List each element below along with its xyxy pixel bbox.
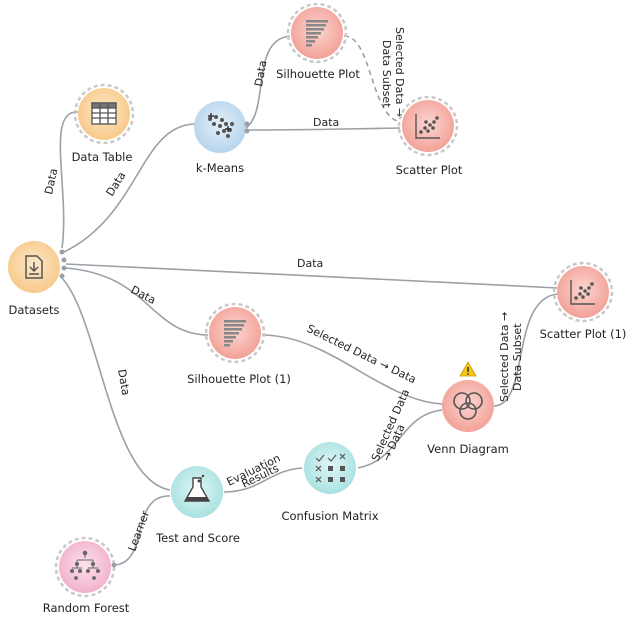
node-random-forest[interactable]: Random Forest xyxy=(43,536,130,615)
link-label-kmeans-silhouette: Data xyxy=(252,59,269,87)
output-anchor[interactable] xyxy=(59,273,65,279)
output-anchor[interactable] xyxy=(244,128,250,134)
silhouette-bars-icon xyxy=(224,320,246,347)
node-ring xyxy=(552,261,614,323)
node-label: Test and Score xyxy=(155,531,240,545)
node-scatter-plot[interactable]: Scatter Plot xyxy=(396,95,463,177)
node-label: Confusion Matrix xyxy=(281,509,378,523)
flask-icon xyxy=(183,474,211,502)
node-silhouette-plot[interactable]: Silhouette Plot xyxy=(276,2,360,81)
link-label-venn-scatter1-2: Data Subset xyxy=(511,323,524,391)
node-scatter-circle[interactable] xyxy=(402,100,454,152)
output-anchor[interactable] xyxy=(61,265,67,271)
node-ring xyxy=(397,95,459,157)
node-random-forest-circle[interactable] xyxy=(59,541,111,593)
link-label-silhouette1-venn: Selected Data → Data xyxy=(305,322,418,386)
cluster-dots-icon xyxy=(208,113,234,138)
output-anchor[interactable] xyxy=(61,257,67,263)
node-datasets[interactable]: Datasets xyxy=(8,241,67,317)
node-scatter-plot-1[interactable]: Scatter Plot (1) xyxy=(540,261,627,341)
node-label: Datasets xyxy=(8,303,59,317)
link-datasets-kmeans[interactable] xyxy=(63,123,196,253)
node-scatter1-circle[interactable] xyxy=(557,266,609,318)
node-kmeans[interactable]: k-Means xyxy=(194,101,250,175)
link-label-datasets-scatter1: Data xyxy=(297,257,323,270)
link-datasets-scatter1[interactable] xyxy=(65,263,558,289)
confusion-grid-icon xyxy=(315,453,346,483)
venn-circles-icon xyxy=(453,392,483,420)
tree-icon xyxy=(70,550,100,580)
link-datasets-silhouette1[interactable] xyxy=(65,267,209,336)
output-anchor[interactable] xyxy=(111,562,117,568)
link-label-randomforest-testscore: Learner xyxy=(126,509,153,553)
link-label-datasets-testscore: Data xyxy=(115,368,132,396)
links xyxy=(59,35,558,566)
node-data-table[interactable]: Data Table xyxy=(72,83,135,164)
link-confusion-venn[interactable] xyxy=(357,409,443,469)
output-anchor[interactable] xyxy=(244,121,250,127)
node-confusion-matrix[interactable]: Confusion Matrix xyxy=(281,442,379,523)
scatter-dots-icon xyxy=(570,280,595,305)
node-label: Random Forest xyxy=(43,601,130,615)
node-ring xyxy=(286,2,348,64)
node-label: Data Table xyxy=(72,150,133,164)
scatter-dots-icon xyxy=(415,114,440,139)
link-randomforest-testscore[interactable] xyxy=(115,495,171,566)
table-icon xyxy=(91,102,117,125)
link-label-kmeans-scatter: Data xyxy=(313,116,339,129)
link-kmeans-scatter[interactable] xyxy=(245,127,401,131)
warning-icon xyxy=(459,361,477,377)
node-label: Silhouette Plot xyxy=(276,67,360,81)
link-datasets-testscore[interactable] xyxy=(61,277,171,491)
output-anchor[interactable] xyxy=(59,249,65,255)
link-label-datasets-silhouette1: Data xyxy=(129,283,158,307)
node-label: Silhouette Plot (1) xyxy=(187,372,291,386)
node-ring xyxy=(73,83,135,145)
link-kmeans-silhouette[interactable] xyxy=(245,35,291,129)
node-ring xyxy=(204,302,266,364)
link-silhouette1-venn[interactable] xyxy=(261,334,443,405)
file-download-icon xyxy=(25,255,43,279)
link-venn-scatter1[interactable] xyxy=(493,293,558,407)
node-label: Venn Diagram xyxy=(427,442,509,456)
link-datasets-datatable[interactable] xyxy=(59,111,79,249)
silhouette-bars-icon xyxy=(306,20,328,47)
link-testscore-confusion[interactable] xyxy=(223,467,303,493)
node-test-and-score[interactable]: Test and Score xyxy=(155,466,240,545)
link-label-datasets-datatable: Data xyxy=(42,167,60,195)
node-label: Scatter Plot xyxy=(396,163,463,177)
link-label-silhouette-scatter-2: Data Subset xyxy=(380,40,393,108)
node-silhouette-plot-1[interactable]: Silhouette Plot (1) xyxy=(187,302,291,386)
link-label-silhouette-scatter-1: Selected Data → xyxy=(393,27,406,117)
node-venn-diagram[interactable]: Venn Diagram xyxy=(427,361,509,456)
node-label: k-Means xyxy=(196,161,244,175)
link-label-venn-scatter1-1: Selected Data → xyxy=(498,312,511,402)
node-label: Scatter Plot (1) xyxy=(540,327,627,341)
